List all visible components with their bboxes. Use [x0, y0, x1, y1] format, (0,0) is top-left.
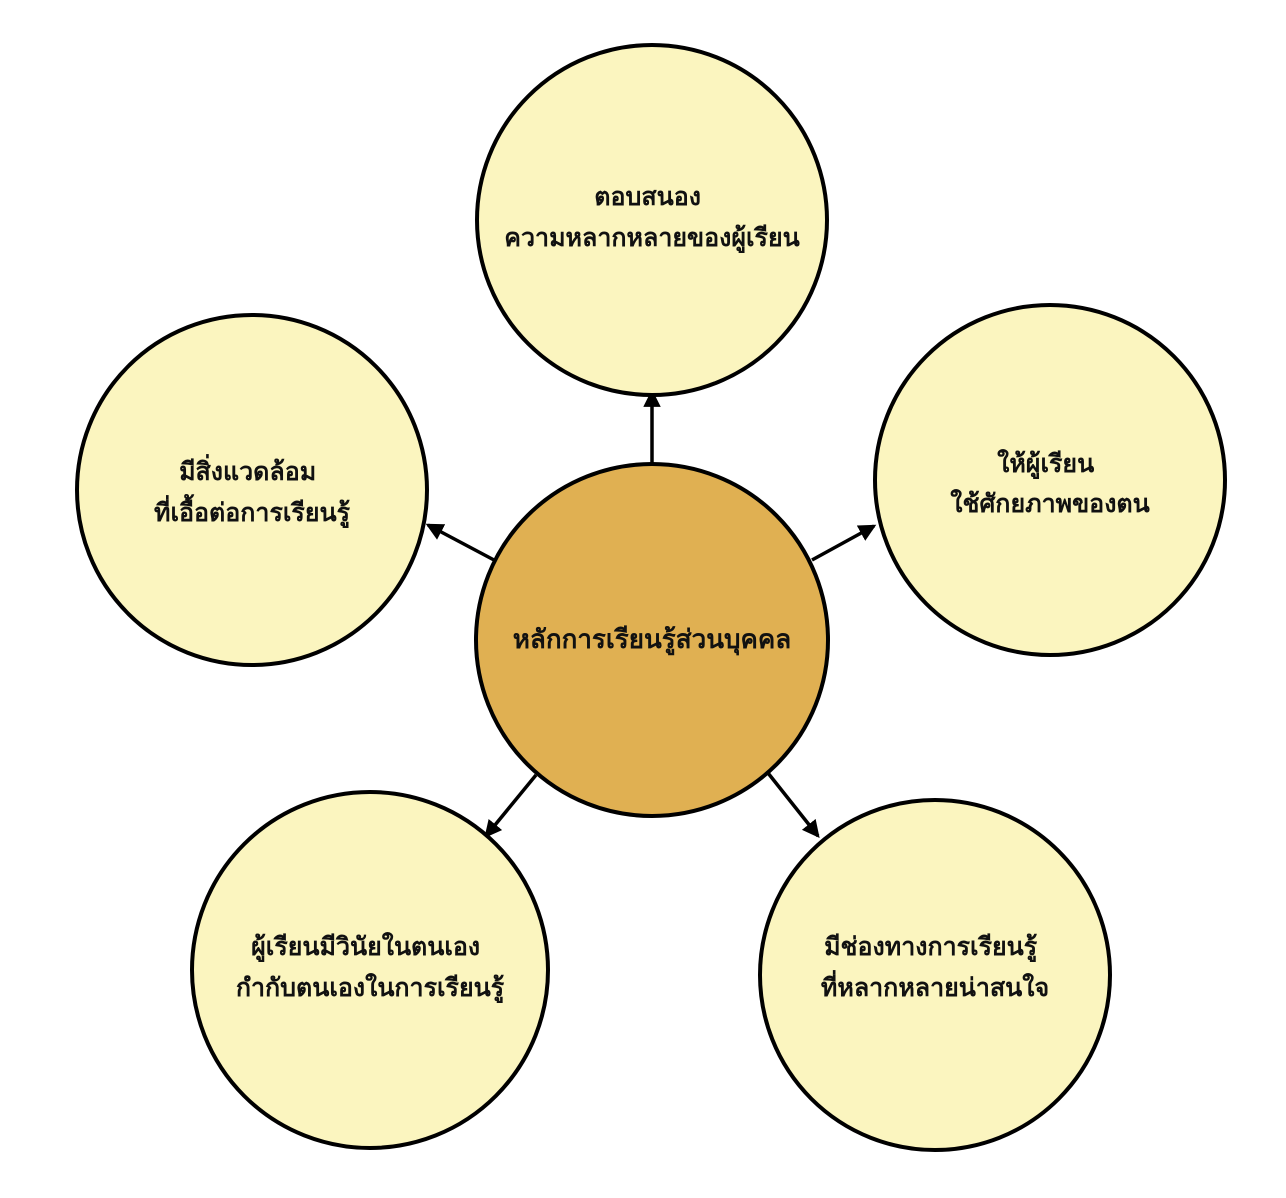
node-bottom-left: ผู้เรียนมีวินัยในตนเอง กำกับตนเองในการเร…: [190, 790, 550, 1150]
svg-text:มีสิ่งแวดล้อม ที่เอื้อต่: มีสิ่งแวดล้อม ที่เอื้อต่อการเรียนรู้: [154, 454, 351, 529]
node-right: ให้ผู้เรียน ใช้ศักยภาพของตน: [873, 303, 1227, 657]
arrow-to-bottom-left: [484, 773, 538, 839]
node-top-line-1: ตอบสนอง: [594, 182, 701, 211]
node-left-line-2: ที่เอื้อต่อการเรียนรู้: [154, 493, 351, 529]
arrow-to-bottom-right: [766, 771, 820, 839]
center-node-label: หลักการเรียนรู้ส่วนบุคคล: [513, 625, 791, 656]
arrow-to-right: [811, 524, 877, 562]
node-right-line-1: ให้ผู้เรียน: [997, 448, 1094, 480]
svg-text:ตอบสนอง ความหลากหลายของผ: ตอบสนอง ความหลากหลายของผู้เรียน: [504, 182, 799, 254]
node-top-line-2: ความหลากหลายของผู้เรียน: [504, 223, 799, 254]
node-bottom-right: มีช่องทางการเรียนรู้ ที่หลากหลายน่าสนใจ: [758, 798, 1112, 1152]
arrow-to-left: [425, 523, 495, 562]
node-left-line-1: มีสิ่งแวดล้อม: [179, 454, 316, 486]
node-left-circle: [75, 313, 429, 667]
node-bottom-left-circle: [190, 790, 550, 1150]
node-bottom-left-line-2: กำกับตนเองในการเรียนรู้: [236, 972, 505, 1004]
node-bottom-left-line-1: ผู้เรียนมีวินัยในตนเอง: [251, 931, 480, 963]
svg-text:ผู้เรียนมีวินัยในตนเอง ก: ผู้เรียนมีวินัยในตนเอง กำกับตนเองในการเร…: [236, 931, 505, 1004]
node-left: มีสิ่งแวดล้อม ที่เอื้อต่อการเรียนรู้: [75, 313, 429, 667]
center-node: หลักการเรียนรู้ส่วนบุคคล: [474, 462, 830, 818]
node-bottom-right-line-2: ที่หลากหลายน่าสนใจ: [821, 970, 1049, 1002]
node-bottom-right-line-1: มีช่องทางการเรียนรู้: [824, 932, 1038, 963]
svg-text:มีช่องทางการเรียนรู้ ที่: มีช่องทางการเรียนรู้ ที่หลากหลายน่าสนใจ: [821, 932, 1049, 1002]
node-top: ตอบสนอง ความหลากหลายของผู้เรียน: [475, 43, 829, 397]
connector-arrows: [425, 389, 877, 839]
svg-text:ให้ผู้เรียน ใช้ศักยภาพขอ: ให้ผู้เรียน ใช้ศักยภาพของตน: [950, 448, 1149, 518]
center-node-circle: [474, 462, 830, 818]
node-top-circle: [475, 43, 829, 397]
node-bottom-right-circle: [758, 798, 1112, 1152]
node-right-line-2: ใช้ศักยภาพของตน: [950, 488, 1149, 518]
node-right-circle: [873, 303, 1227, 657]
